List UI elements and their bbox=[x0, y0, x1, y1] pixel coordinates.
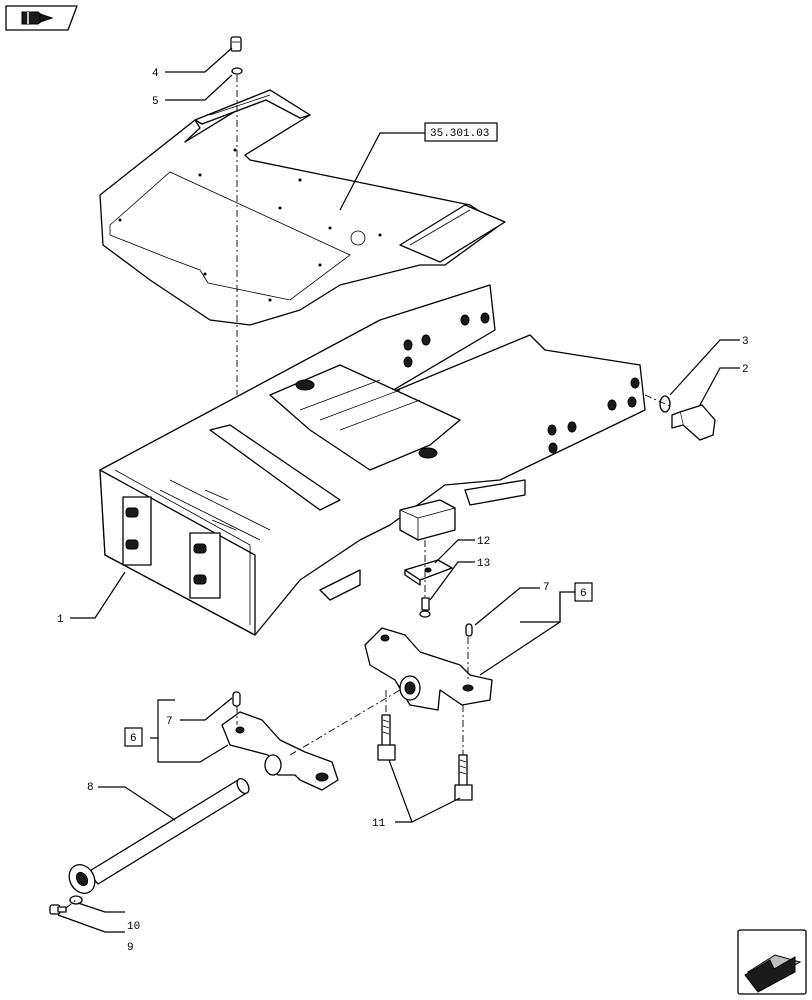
rear-bracket bbox=[364, 627, 493, 711]
bolt-left bbox=[377, 714, 396, 761]
callout-12: 12 bbox=[477, 536, 490, 548]
platform-plate bbox=[99, 89, 506, 326]
callout-5: 5 bbox=[152, 96, 159, 108]
pin-right bbox=[465, 623, 473, 637]
front-bracket bbox=[221, 711, 339, 791]
rubber-block bbox=[399, 499, 456, 541]
callout-13: 13 bbox=[477, 558, 490, 570]
callout-7-left: 7 bbox=[166, 716, 173, 728]
callout-10: 10 bbox=[127, 921, 140, 933]
callout-2: 2 bbox=[742, 364, 749, 376]
callout-8: 8 bbox=[87, 782, 94, 794]
side-bolt bbox=[659, 395, 716, 441]
callout-6-left-label: 6 bbox=[130, 733, 137, 745]
pivot-shaft bbox=[68, 777, 250, 894]
callout-11: 11 bbox=[372, 818, 386, 830]
centerline-pivot bbox=[289, 689, 401, 756]
reference-box[interactable]: 35.301.03 bbox=[424, 122, 498, 142]
callout-9: 9 bbox=[127, 942, 134, 954]
centerline-shaft-bolt bbox=[65, 899, 77, 909]
callout-7-right: 7 bbox=[543, 582, 550, 594]
callout-1: 1 bbox=[57, 614, 64, 626]
back-nav-button[interactable] bbox=[5, 5, 78, 31]
callout-6-right[interactable]: 6 bbox=[574, 582, 593, 602]
centerline-side-bolt bbox=[644, 394, 671, 407]
shaft-bolt bbox=[49, 895, 83, 915]
callout-6-left[interactable]: 6 bbox=[124, 727, 143, 747]
small-screw bbox=[419, 597, 431, 618]
reference-label: 35.301.03 bbox=[430, 128, 489, 140]
callout-6-right-label: 6 bbox=[580, 588, 587, 600]
leader-lines bbox=[57, 47, 740, 933]
main-frame bbox=[99, 284, 646, 636]
book-arrow-icon bbox=[21, 11, 54, 25]
callout-3: 3 bbox=[742, 336, 749, 348]
top-bolt bbox=[230, 36, 243, 75]
next-nav-button[interactable] bbox=[737, 929, 807, 995]
pin-left bbox=[232, 691, 241, 707]
bolt-right bbox=[454, 754, 473, 801]
small-plate bbox=[404, 559, 453, 586]
callout-4: 4 bbox=[152, 68, 159, 80]
lower-left-arrow-icon bbox=[744, 954, 802, 993]
